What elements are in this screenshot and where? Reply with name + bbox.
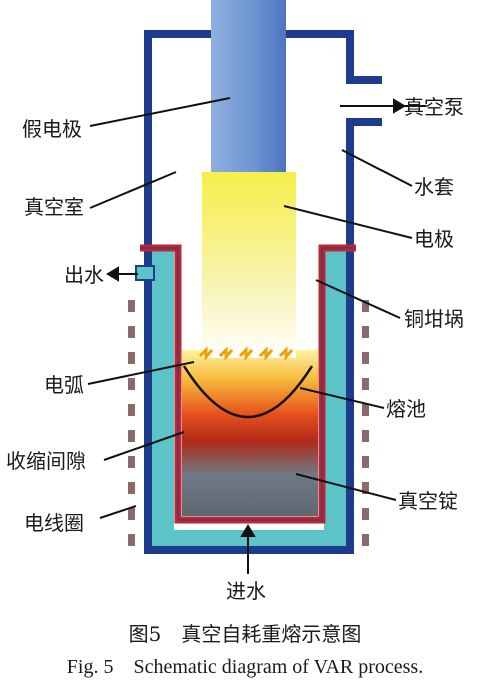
label-copper-crucible: 铜坩埚 — [404, 307, 464, 331]
label-fake-electrode: 假电极 — [22, 117, 82, 141]
caption-en: Fig. 5 Schematic diagram of VAR process. — [66, 656, 424, 678]
arc-sparks — [198, 346, 294, 362]
label-vacuum-chamber: 真空室 — [24, 195, 84, 219]
label-water-jacket: 水套 — [414, 175, 454, 199]
water-out-pipe — [135, 265, 155, 281]
label-water-in: 进水 — [226, 579, 266, 603]
label-shrink-gap: 收缩间隙 — [6, 449, 86, 473]
label-vacuum-pump: 真空泵 — [404, 95, 464, 119]
label-water-out: 出水 — [64, 263, 104, 287]
ingot — [182, 350, 318, 516]
label-electrode: 电极 — [414, 227, 454, 251]
label-vacuum-ingot: 真空锭 — [398, 489, 458, 513]
var-process-diagram: 假电极 真空泵 水套 真空室 电极 出水 铜坩埚 电弧 熔池 收缩间隙 真空锭 … — [6, 0, 464, 603]
label-melt-pool: 熔池 — [386, 397, 426, 421]
water-jacket — [152, 250, 346, 546]
induction-coil — [128, 300, 369, 546]
vacuum-chamber-wall — [144, 30, 382, 250]
caption-cn: 图5 真空自耗重熔示意图 — [128, 622, 362, 646]
fake-electrode — [211, 0, 286, 172]
label-coil: 电线圈 — [24, 511, 84, 535]
electrode — [202, 172, 296, 358]
melt-pool-curve — [182, 365, 314, 419]
label-arc: 电弧 — [44, 373, 84, 397]
